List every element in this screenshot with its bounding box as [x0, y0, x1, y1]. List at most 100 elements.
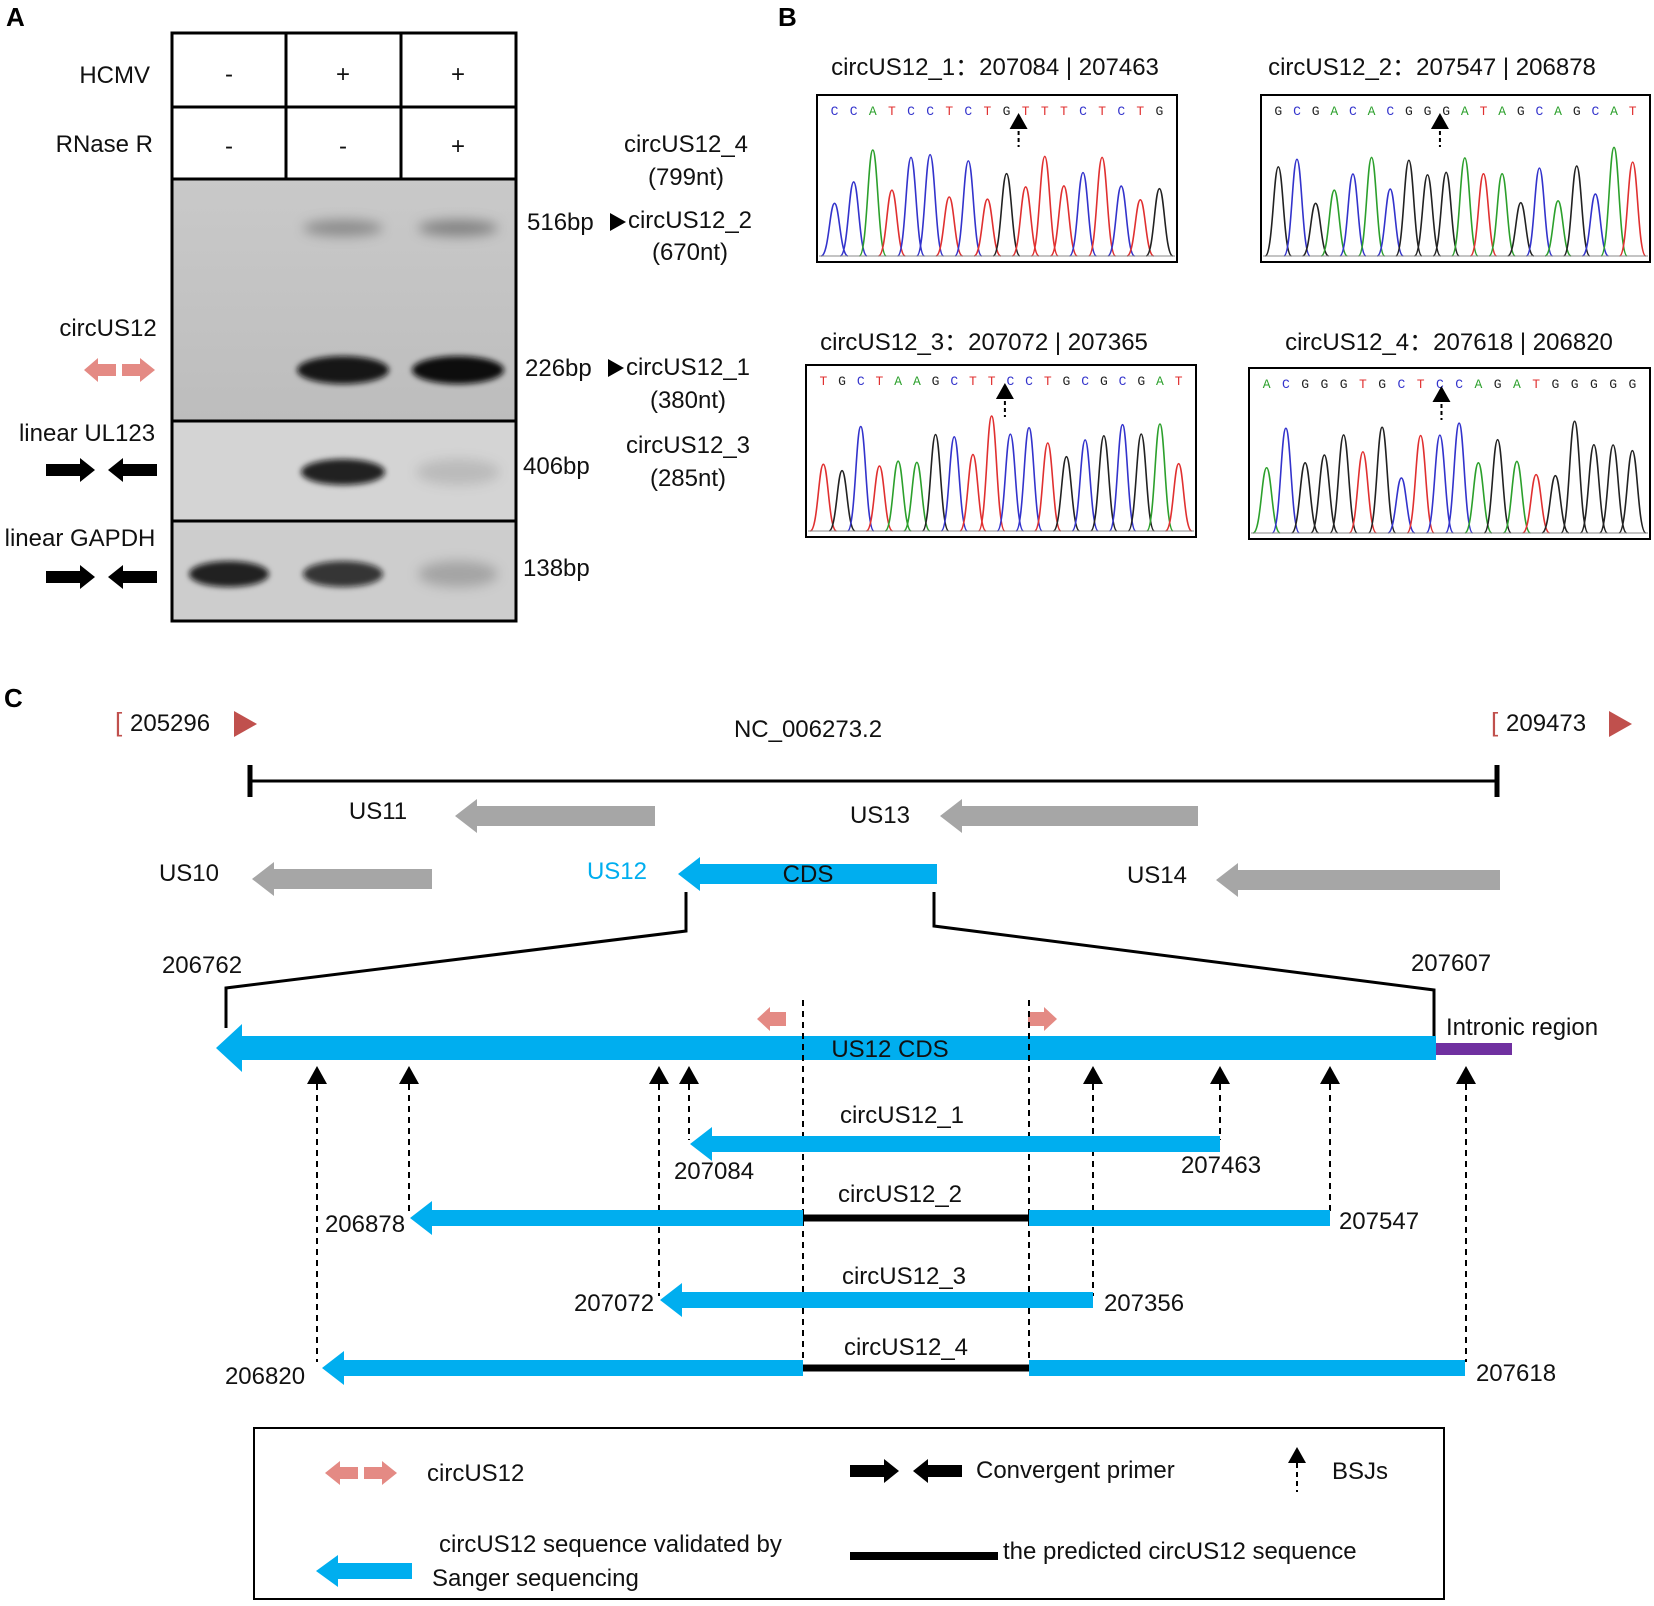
trace-peak — [1089, 434, 1118, 532]
sanger-panel: circUS12_1：207084 | 207463 circUS12_2：20… — [805, 54, 1651, 540]
trace-peak — [1348, 451, 1378, 534]
base-call: G — [1442, 104, 1450, 119]
base-call: C — [950, 374, 958, 389]
bsj-marker-icon — [1430, 113, 1449, 129]
trace-peak — [1488, 173, 1516, 257]
gel-circ — [172, 179, 516, 421]
circ4-label: circUS12_4 — [844, 1334, 968, 1361]
bsj-marker-icon — [995, 383, 1014, 399]
legend-validated-2: Sanger sequencing — [432, 1565, 639, 1592]
base-call: A — [1330, 104, 1338, 119]
lane2-rnase: - — [339, 133, 347, 160]
base-call: A — [869, 104, 877, 119]
base-call: C — [907, 104, 915, 119]
bsj-marker-icon — [1432, 386, 1451, 402]
bracket-icon: [ — [1491, 707, 1499, 737]
lane3-hcmv: + — [451, 61, 465, 88]
trace-peak — [921, 433, 950, 532]
row-label-hcmv: HCMV — [79, 62, 150, 89]
trace-peak — [858, 149, 887, 257]
circ3-arrow — [660, 1283, 1093, 1317]
gel-band — [412, 356, 504, 384]
base-call: C — [831, 104, 839, 119]
bracket-icon: [ — [115, 707, 123, 737]
trace-peak — [1521, 473, 1551, 534]
end-direction-icon — [1609, 711, 1632, 737]
trace-peak — [973, 198, 1002, 257]
trace-peak — [1600, 146, 1628, 257]
size-516bp: 516bp — [527, 209, 594, 236]
circ2-label: circUS12_2 — [838, 1181, 962, 1208]
trace-peak — [1562, 165, 1591, 257]
product-circus12-1-len: (380nt) — [650, 387, 726, 414]
trace-peak — [1618, 161, 1647, 257]
circ2-arrow-left — [410, 1201, 803, 1235]
lane2-hcmv: + — [336, 61, 350, 88]
trace-peak — [839, 181, 868, 257]
lane1-rnase: - — [225, 133, 233, 160]
trace-peak — [902, 461, 931, 532]
trace-peak — [828, 469, 856, 532]
base-call: T — [1480, 104, 1488, 119]
base-call: T — [969, 374, 977, 389]
size-406bp: 406bp — [523, 453, 590, 480]
lane3-rnase: + — [451, 133, 465, 160]
trace-peak — [896, 156, 926, 257]
sanger-title-1: circUS12_1：207084 | 207463 — [831, 54, 1159, 81]
base-call: C — [1006, 374, 1014, 389]
base-call: G — [1590, 377, 1598, 392]
legend-convergent-primer-icon — [850, 1459, 962, 1483]
trace-peak — [1052, 455, 1081, 532]
panel-label-b: B — [778, 2, 797, 32]
base-call: C — [1282, 377, 1290, 392]
bsj-arrow-icon — [1083, 1066, 1103, 1084]
base-call: G — [1137, 374, 1145, 389]
trace-peak — [846, 425, 875, 532]
base-call: T — [1175, 374, 1183, 389]
base-call: C — [1455, 377, 1463, 392]
legend-circ-primer-icon — [325, 1461, 397, 1485]
gene-arrow-us13 — [940, 799, 1198, 833]
trace-peak — [1469, 173, 1498, 257]
trace-peak — [1502, 460, 1532, 534]
base-call: G — [1312, 104, 1320, 119]
circus12-primer-icon — [84, 358, 155, 382]
base-call: G — [838, 374, 846, 389]
gene-label-us10: US10 — [159, 860, 219, 887]
gene-arrow-us12 — [678, 857, 937, 891]
trace-peak — [1329, 434, 1358, 534]
base-call: G — [1494, 377, 1502, 392]
base-call: T — [1044, 374, 1052, 389]
trace-peak — [935, 196, 964, 257]
base-call: T — [1136, 104, 1144, 119]
base-call: A — [913, 374, 921, 389]
trace-peak — [1525, 167, 1554, 257]
intronic-region-bar — [1436, 1043, 1512, 1055]
label-circus12: circUS12 — [59, 315, 156, 342]
genome-start: 205296 — [130, 710, 210, 737]
trace-peak — [1432, 171, 1461, 257]
trace-peak — [884, 460, 913, 532]
label-linear-gapdh: linear GAPDH — [5, 525, 156, 552]
legend-bsj-icon — [1288, 1447, 1306, 1492]
bsj-arrow-icon — [649, 1066, 669, 1084]
us12-start: 206762 — [162, 952, 242, 979]
trace-peak — [1444, 422, 1474, 534]
arrowhead-516 — [610, 213, 626, 231]
base-call: T — [1060, 104, 1068, 119]
base-call: C — [1025, 374, 1033, 389]
circ4-arrow-left — [322, 1351, 803, 1385]
base-call: A — [1498, 104, 1506, 119]
trace-peak — [1290, 461, 1320, 534]
product-circus12-2: circUS12_2 — [628, 207, 752, 234]
base-call: G — [1340, 377, 1348, 392]
zoom-line-right — [932, 892, 1436, 1040]
bsj-markers — [307, 1066, 1476, 1362]
base-call: A — [1474, 377, 1482, 392]
legend: circUS12 Convergent primer BSJs circUS12… — [253, 1427, 1445, 1600]
base-call: G — [1274, 104, 1282, 119]
trace-peak — [1579, 443, 1609, 534]
base-call: T — [988, 374, 996, 389]
